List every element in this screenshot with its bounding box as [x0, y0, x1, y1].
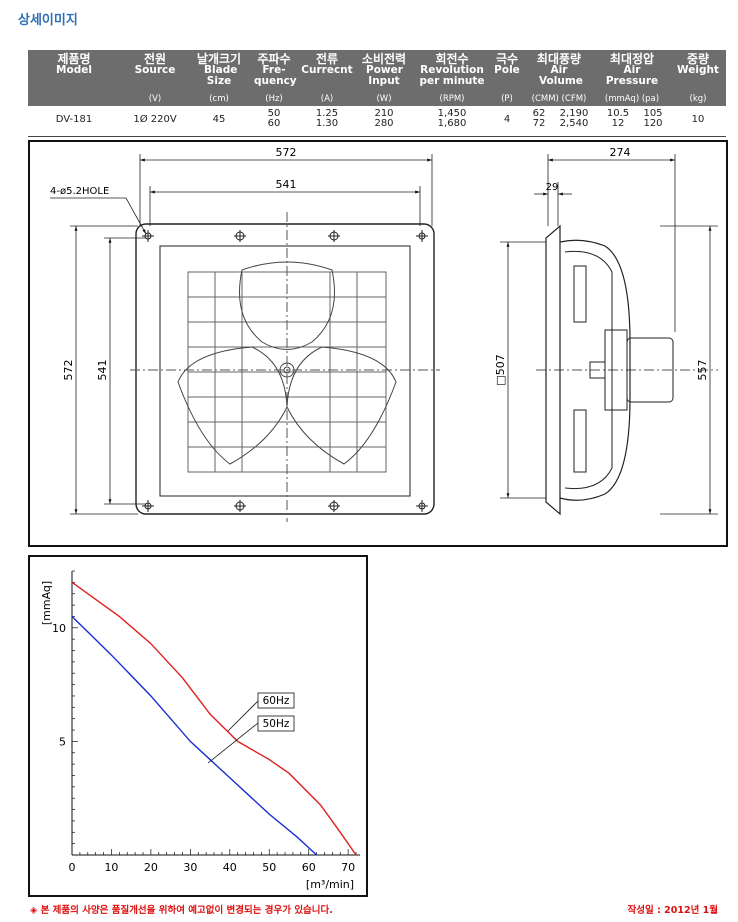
x-tick-label: 20 [144, 861, 158, 874]
unit-weight: (kg) [689, 94, 707, 104]
legend-60hz-leader [227, 700, 259, 732]
unit-power: (W) [376, 94, 392, 104]
side-dimensions [500, 154, 718, 515]
x-axis-label: [m³/min] [306, 878, 354, 891]
series-line-60hz [71, 581, 357, 856]
cell-model: DV-181 [55, 114, 93, 125]
x-tick-label: 40 [223, 861, 237, 874]
x-tick-label: 50 [262, 861, 276, 874]
dim-side-square: □507 [494, 354, 507, 385]
unit-air-volume: (CMM) (CFM) [531, 94, 587, 104]
dim-front-width-inner: 541 [276, 178, 297, 191]
y-tick-label: 5 [59, 735, 66, 748]
dim-side-height: 557 [696, 360, 709, 381]
x-tick-label: 0 [69, 861, 76, 874]
y-axis-label: [mmAq] [40, 581, 53, 625]
front-dimensions [50, 154, 433, 515]
cell-blade: 45 [212, 114, 226, 125]
series-line-50hz [71, 615, 318, 856]
unit-source: (V) [148, 94, 162, 104]
unit-current: (A) [320, 94, 334, 104]
footer-date: 작성일 : 2012년 1월 [627, 905, 718, 916]
x-tick-label: 30 [183, 861, 197, 874]
x-tick-label: 10 [104, 861, 118, 874]
dim-side-flange: 29 [546, 182, 559, 193]
dim-side-depth: 274 [610, 146, 631, 159]
front-plate [135, 223, 435, 515]
hole-label: 4-ø5.2HOLE [50, 186, 109, 197]
unit-pole: (P) [501, 94, 513, 104]
unit-air-pressure: (mmAq) (pa) [604, 94, 660, 104]
legend-60hz: 60Hz [263, 695, 290, 707]
y-tick-label: 10 [52, 622, 66, 635]
legend-50hz-box [257, 715, 295, 732]
x-tick-label: 60 [302, 861, 316, 874]
unit-rpm: (RPM) [439, 94, 465, 104]
technical-drawing: 572 541 4-ø5.2HOLE 572 541 274 29 □507 5… [50, 146, 718, 522]
dim-front-height-inner: 541 [96, 360, 109, 381]
unit-freq: (Hz) [265, 94, 283, 104]
drawing-frame: 572 541 4-ø5.2HOLE 572 541 274 29 □507 5… [28, 140, 728, 547]
page-title: 상세이미지 [18, 13, 78, 28]
side-view [545, 224, 674, 516]
x-tick-label: 70 [341, 861, 355, 874]
legend-50hz: 50Hz [263, 718, 290, 730]
footer-note: ◈ 본 제품의 사양은 품질개선을 위하여 예고없이 변경되는 경우가 있습니다… [30, 905, 333, 916]
legend-60hz-box [257, 692, 295, 709]
dim-front-width-outer: 572 [276, 146, 297, 159]
mounting-holes [142, 230, 428, 512]
legend-50hz-leader [207, 722, 259, 764]
cell-pole: 4 [503, 114, 511, 125]
unit-blade: (cm) [209, 94, 229, 104]
cell-weight: 10 [691, 114, 705, 125]
front-inner-frame [159, 245, 411, 497]
dim-front-height-outer: 572 [62, 360, 75, 381]
cell-source: 1Ø 220V [133, 114, 177, 125]
